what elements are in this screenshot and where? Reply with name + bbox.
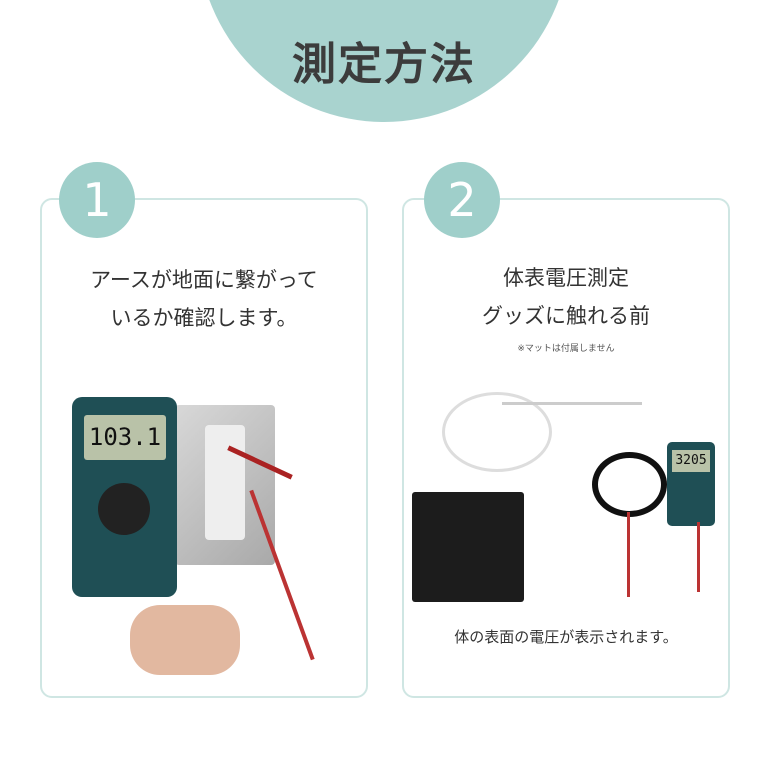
step-2-badge: 2	[424, 162, 500, 238]
step-1-badge: 1	[59, 162, 135, 238]
step-2-text: 体表電圧測定 グッズに触れる前	[402, 259, 730, 335]
mat-multimeter-photo: 3205	[412, 372, 722, 607]
multimeter-outlet-photo: 103.1	[70, 385, 340, 680]
step-1-line-2: いるか確認します。	[110, 306, 298, 330]
multimeter-display: 3205	[672, 450, 710, 472]
multimeter-display: 103.1	[84, 415, 166, 460]
step-2-note: ※マットは付属しません	[517, 344, 615, 354]
step-2-line-1: 体表電圧測定	[503, 266, 629, 290]
step-1-text: アースが地面に繋がって いるか確認します。	[40, 261, 368, 337]
step-2-caption: 体の表面の電圧が表示されます。	[454, 628, 678, 646]
step-1-line-1: アースが地面に繋がって	[90, 268, 318, 292]
step-2-line-2: グッズに触れる前	[482, 304, 650, 328]
page-title: 測定方法	[292, 39, 476, 90]
